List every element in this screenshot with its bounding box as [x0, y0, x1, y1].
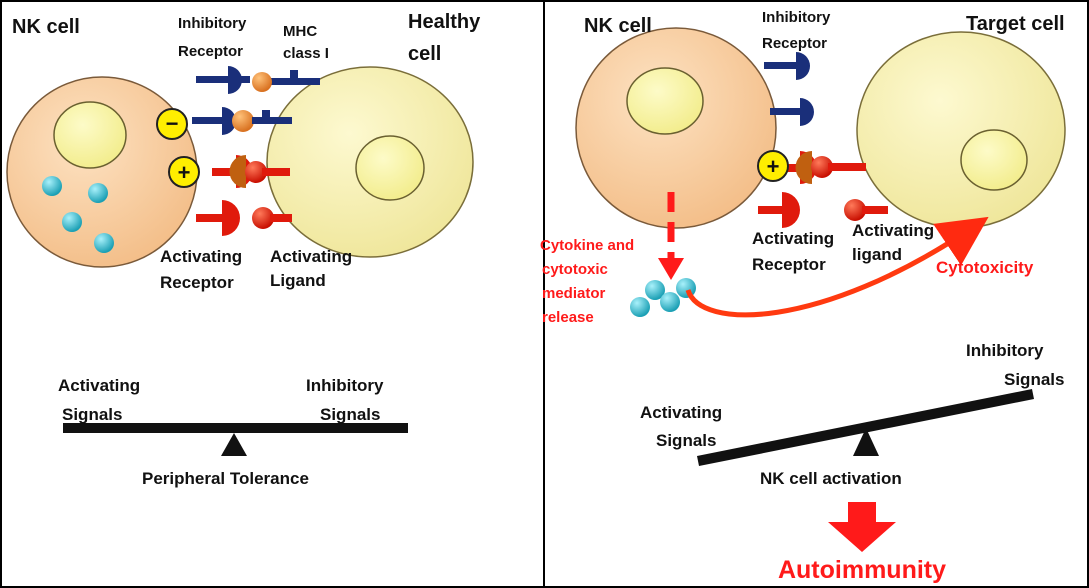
activating-receptor-right-label-1: Activating: [752, 229, 834, 248]
balance-left-label-2: Signals: [62, 405, 122, 424]
outcome-arrow: [828, 502, 896, 552]
released-granule: [630, 297, 650, 317]
nk-cell-right: [575, 27, 777, 229]
balance-right-panel-right-label-1: Inhibitory: [966, 341, 1044, 360]
cytokine-label-1: Cytokine and: [540, 237, 634, 254]
target-cell: [856, 31, 1066, 229]
plus-sign: +: [168, 156, 200, 188]
healthy-cell-label-1: Healthy: [408, 11, 481, 33]
healthy-cell-nucleus: [355, 135, 425, 201]
nk-nucleus: [53, 101, 127, 169]
svg-text:−: −: [166, 111, 179, 136]
healthy-cell: [266, 66, 474, 258]
activating-ligand-lower: [252, 207, 292, 229]
cytotoxicity-label: Cytotoxicity: [936, 258, 1034, 277]
plus-sign-right: +: [757, 150, 789, 182]
nk-cell-left: [6, 76, 198, 268]
activating-ligand-ball: [811, 156, 833, 178]
release-arrow: [658, 192, 684, 280]
granule: [62, 212, 82, 232]
activating-receptor-right-label-2: Receptor: [752, 255, 826, 274]
cytokine-label-2: cytotoxic: [542, 261, 608, 278]
activating-ligand-right-lower: [844, 199, 888, 221]
activating-receptor-lower: [196, 200, 240, 236]
activating-ligand-label-2: Ligand: [270, 271, 326, 290]
autoimmunity-label: Autoimmunity: [778, 556, 946, 584]
balance-right-panel-right-label-2: Signals: [1004, 370, 1064, 389]
inhibitory-receptor-label-1: Inhibitory: [178, 15, 247, 32]
svg-text:+: +: [767, 154, 780, 179]
target-cell-label: Target cell: [966, 13, 1065, 35]
balance-right-label-1: Inhibitory: [306, 376, 384, 395]
balance-beam-tilted: [697, 389, 1034, 466]
balance-fulcrum-right: [853, 428, 879, 456]
inhibitory-receptor-right-label-1: Inhibitory: [762, 9, 831, 26]
granule: [88, 183, 108, 203]
mhc-label-2: class I: [283, 45, 329, 62]
nk-cell-label: NK cell: [12, 16, 80, 38]
released-granule: [660, 292, 680, 312]
target-cell-nucleus: [960, 129, 1028, 191]
left-panel: − + NK cell Healthy cell Inhibitory Rece…: [6, 11, 481, 488]
released-granule: [645, 280, 665, 300]
svg-text:+: +: [178, 160, 191, 185]
balance-beam: [63, 423, 408, 433]
balance-right-label-2: Signals: [320, 405, 380, 424]
minus-sign: −: [156, 108, 188, 140]
granule: [42, 176, 62, 196]
nk-activation-label: NK cell activation: [760, 469, 902, 488]
activating-receptor-bound: [212, 155, 290, 188]
nk-nucleus: [626, 67, 704, 135]
inhibitory-receptor-bound: [192, 107, 292, 135]
mhc-label-1: MHC: [283, 23, 317, 40]
activating-receptor-right-lower: [758, 192, 800, 228]
inhibitory-receptor-right-top: [764, 52, 810, 80]
mhc-ball: [232, 110, 254, 132]
activating-ligand-ball: [245, 161, 267, 183]
activating-receptor-right-bound: [776, 151, 866, 184]
activating-receptor-label-1: Activating: [160, 247, 242, 266]
balance-left-label-1: Activating: [58, 376, 140, 395]
balance-fulcrum: [221, 433, 247, 456]
inhibitory-receptor-right-mid: [770, 98, 814, 126]
cytokine-label-4: release: [542, 309, 594, 326]
inhibitory-receptor-label-2: Receptor: [178, 43, 243, 60]
inhibitory-receptor-right-label-2: Receptor: [762, 35, 827, 52]
nk-cell-label-right: NK cell: [584, 15, 652, 37]
cytotoxicity-arrow: [685, 216, 989, 318]
activating-ligand-right-label-2: ligand: [852, 245, 902, 264]
activating-ligand-right-label-1: Activating: [852, 221, 934, 240]
balance-scale-right: [697, 389, 1034, 466]
cytokine-label-3: mediator: [542, 285, 606, 302]
inhibitory-receptor-top: [196, 66, 250, 94]
activating-receptor-label-2: Receptor: [160, 273, 234, 292]
balance-right-panel-left-label-2: Signals: [656, 431, 716, 450]
mhc-class-i-top: [252, 70, 320, 92]
healthy-cell-label-2: cell: [408, 43, 441, 65]
activating-ligand-label-1: Activating: [270, 247, 352, 266]
peripheral-tolerance-label: Peripheral Tolerance: [142, 469, 309, 488]
balance-right-panel-left-label-1: Activating: [640, 403, 722, 422]
balance-scale-left: [63, 423, 408, 456]
granule: [94, 233, 114, 253]
right-panel: + NK cell Target cell Inhibitory Recepto…: [540, 9, 1066, 584]
